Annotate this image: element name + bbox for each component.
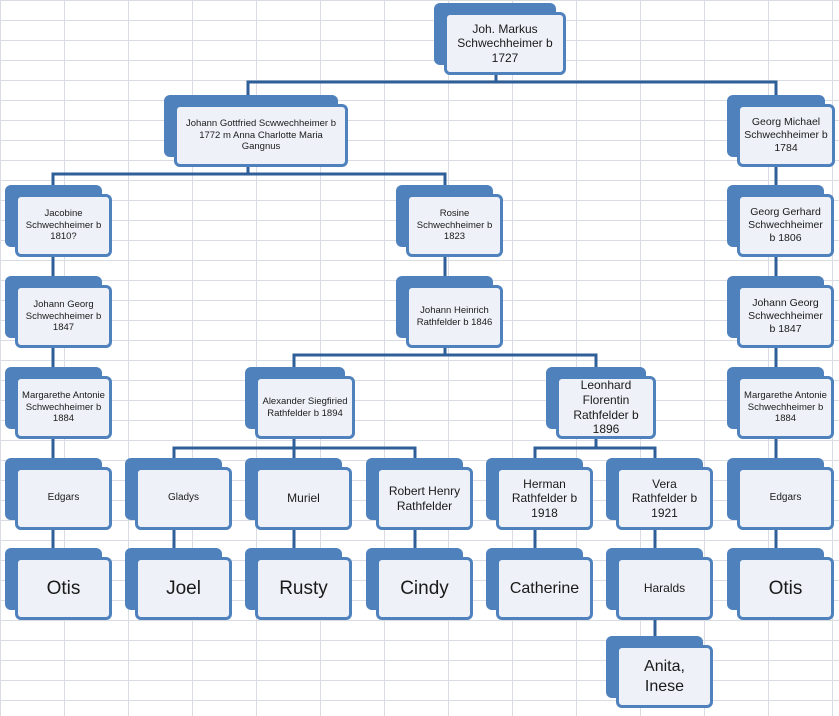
node-edgars-right-label: Edgars xyxy=(769,492,802,504)
node-muriel-label: Muriel xyxy=(287,491,320,506)
node-margarethe-right-label: Margarethe Antonie Schwechheimer b 1884 xyxy=(744,390,827,425)
node-georg-gerhard-label: Georg Gerhard Schwechheimer b 1806 xyxy=(748,206,823,244)
node-otis-left-label: Otis xyxy=(46,577,81,599)
node-johann-gottfried-label: Johann Gottfried Scwwechheimer b 1772 m … xyxy=(186,118,336,153)
node-johann-georg-right-label: Johann Georg Schwechheimer b 1847 xyxy=(748,297,823,335)
node-rosine-label: Rosine Schwechheimer b 1823 xyxy=(416,208,493,243)
node-leonhard-label: Leonhard Florentin Rathfelder b 1896 xyxy=(573,378,639,437)
node-catherine-label: Catherine xyxy=(509,579,580,597)
node-alexander-label: Alexander Siegfiried Rathfelder b 1894 xyxy=(262,395,348,419)
node-margarethe-left-label: Margarethe Antonie Schwechheimer b 1884 xyxy=(22,390,105,425)
node-jacobine-label: Jacobine Schwechheimer b 1810? xyxy=(25,208,102,243)
node-rusty-label: Rusty xyxy=(279,577,328,599)
node-haralds-label: Haralds xyxy=(643,581,686,596)
node-otis-right-label: Otis xyxy=(768,577,803,599)
node-anita-inese-label: Anita, Inese xyxy=(644,657,685,695)
node-johann-georg-left-label: Johann Georg Schwechheimer b 1847 xyxy=(25,299,102,334)
node-gladys-label: Gladys xyxy=(167,492,200,504)
node-vera-label: Vera Rathfelder b 1921 xyxy=(631,476,698,520)
node-herman-label: Herman Rathfelder b 1918 xyxy=(511,476,578,520)
node-joel-label: Joel xyxy=(166,577,201,599)
node-robert-label: Robert Henry Rathfelder xyxy=(388,483,461,513)
node-edgars-left-label: Edgars xyxy=(47,492,80,504)
node-georg-michael-label: Georg Michael Schwechheimer b 1784 xyxy=(744,116,828,154)
node-root-label: Joh. Markus Schwechheimer b 1727 xyxy=(457,21,553,65)
node-cindy-label: Cindy xyxy=(400,577,449,599)
node-johann-heinrich-label: Johann Heinrich Rathfelder b 1846 xyxy=(416,304,493,328)
